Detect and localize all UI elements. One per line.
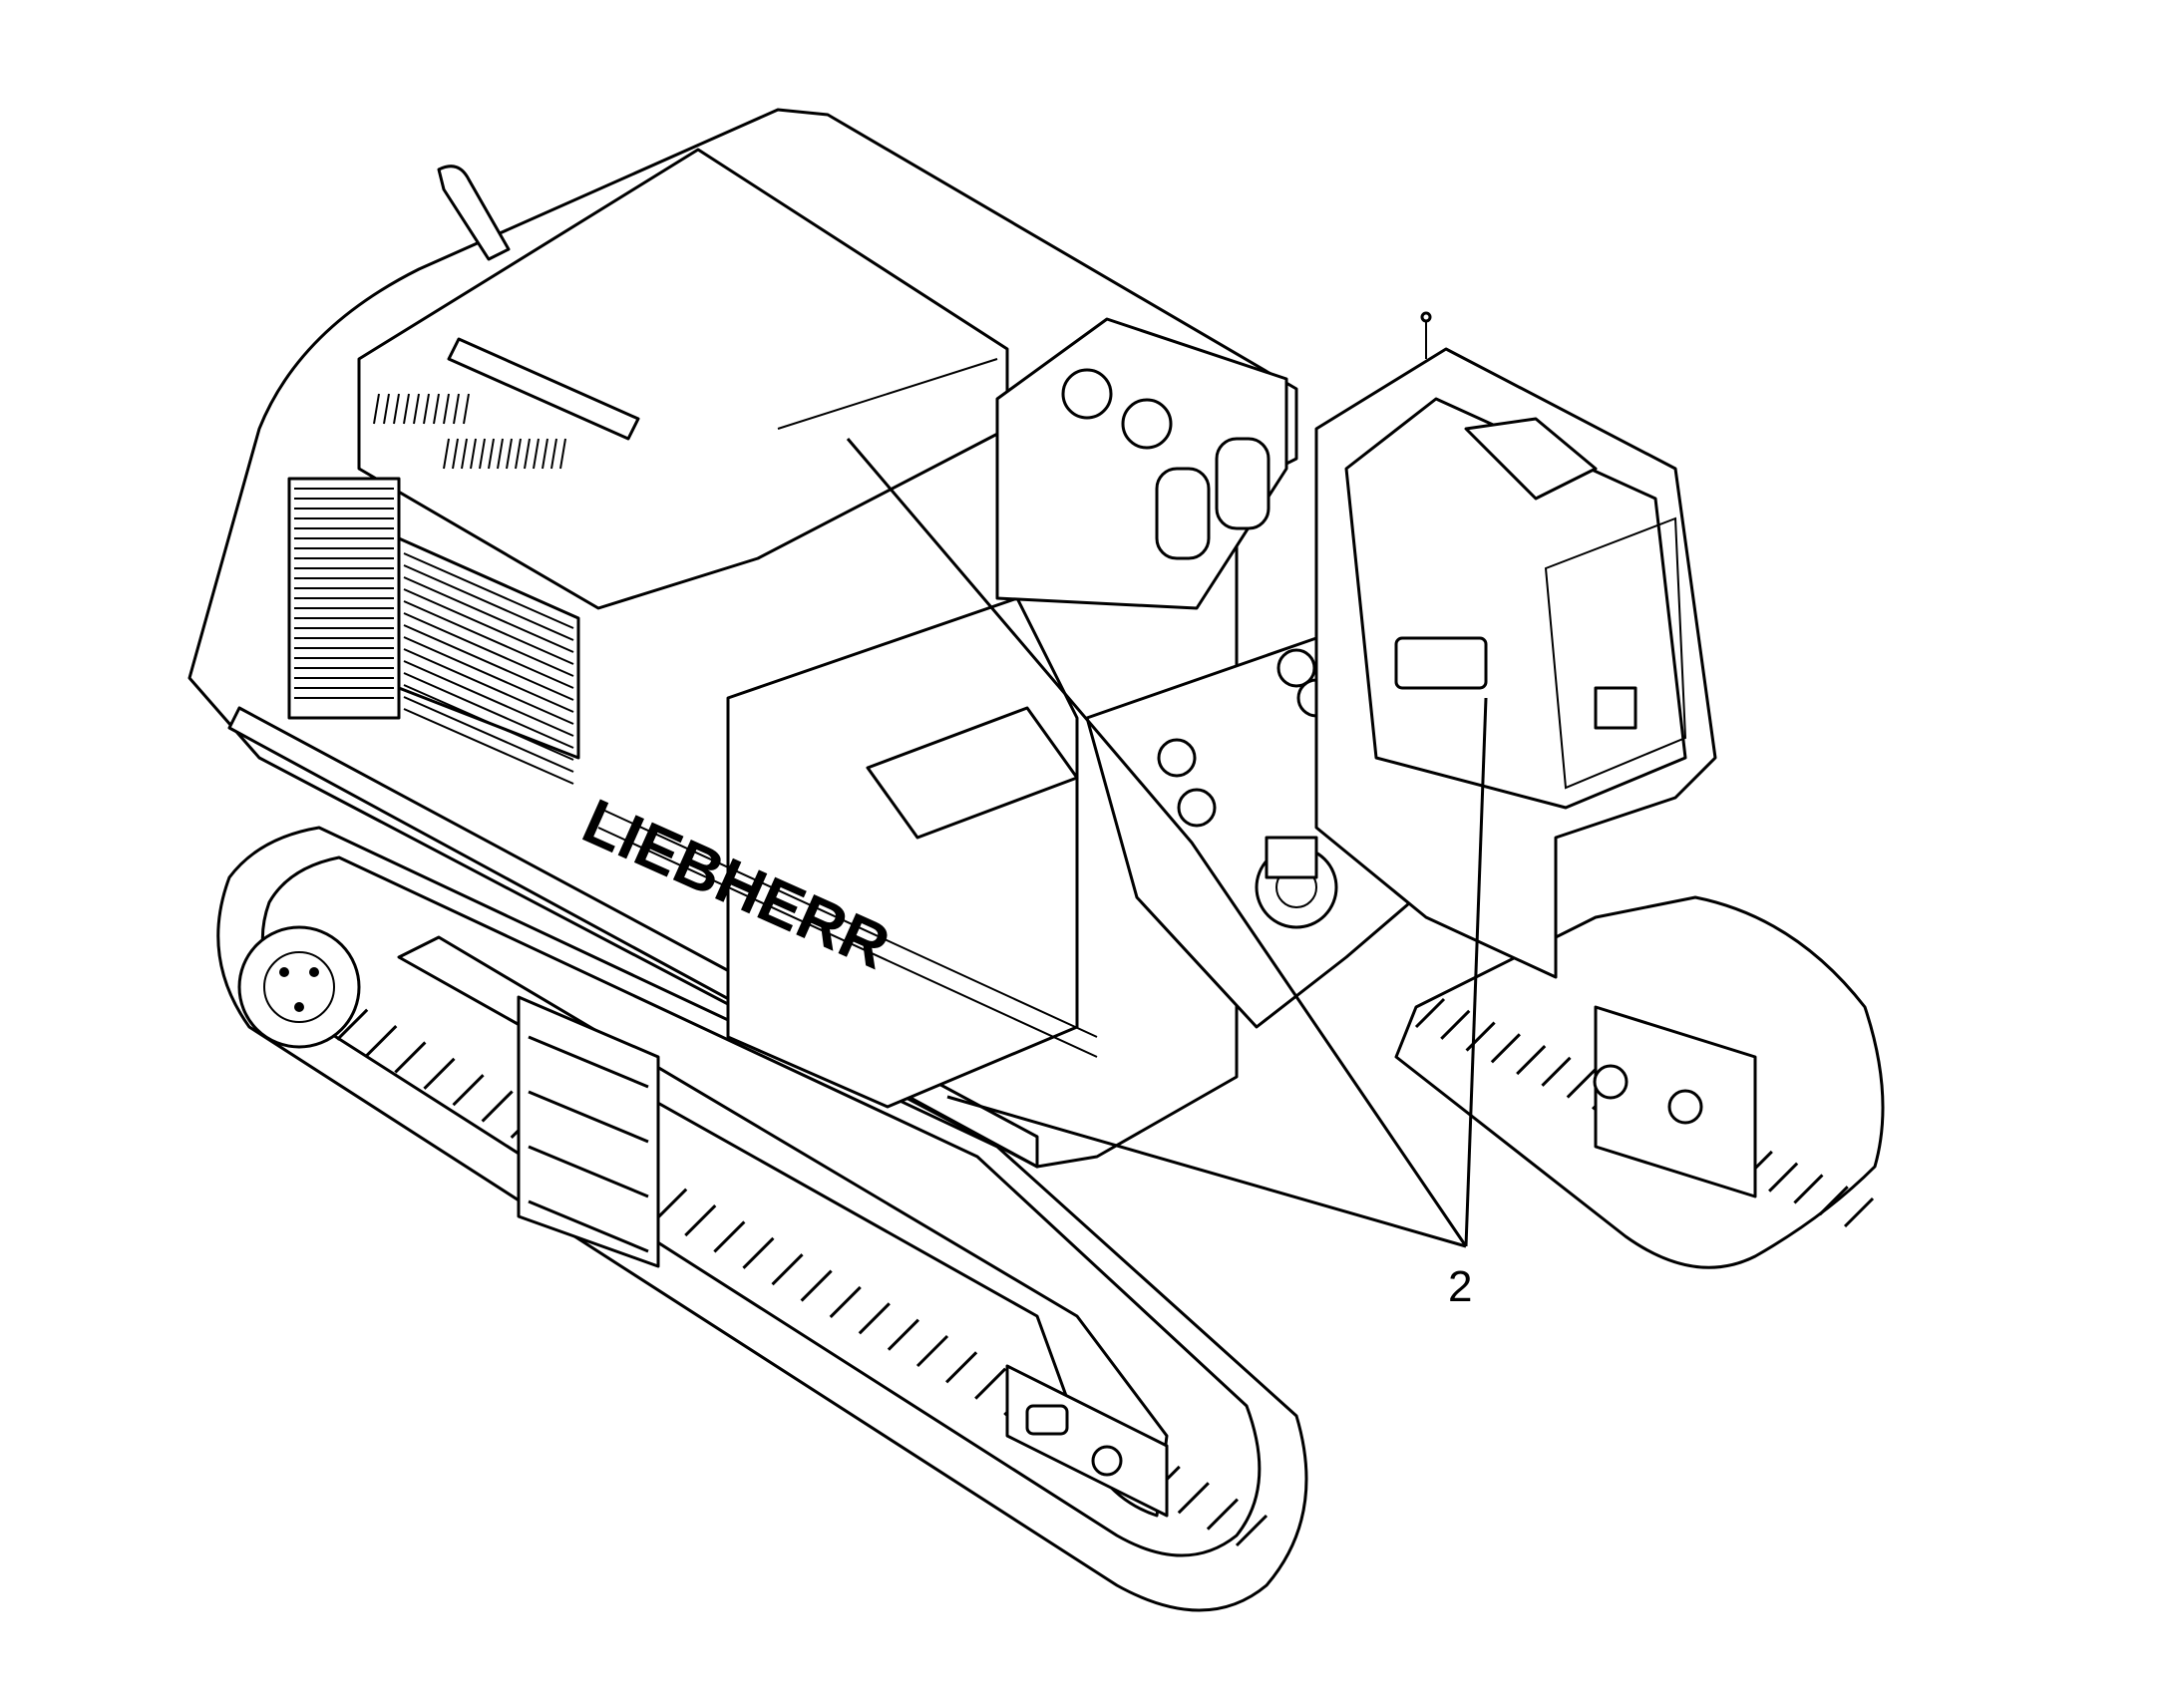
drawing-line xyxy=(713,1220,746,1253)
drawing-line xyxy=(423,1057,456,1090)
drawing-line xyxy=(453,393,460,425)
drawing-line xyxy=(1768,1162,1799,1193)
drawing-line xyxy=(1235,1514,1269,1547)
operator-cab xyxy=(1314,311,1717,979)
drawing-line xyxy=(858,1302,891,1335)
upper-carriage xyxy=(187,108,1298,1268)
drawing-line xyxy=(542,438,548,470)
drawing-line xyxy=(771,1253,804,1286)
drawing-line xyxy=(403,708,574,785)
drawing-line xyxy=(403,600,574,677)
drawing-line xyxy=(1490,1033,1521,1064)
drawing-line xyxy=(452,1074,485,1107)
drawing-line xyxy=(1516,1044,1547,1076)
drawing-line xyxy=(336,1008,369,1041)
drawing-line xyxy=(1414,997,1446,1029)
drawing-line xyxy=(528,1090,649,1144)
drawing-line xyxy=(365,1025,398,1058)
drawing-line xyxy=(533,438,540,470)
drawing-line xyxy=(394,1041,427,1074)
drawing-line xyxy=(742,1236,775,1269)
drawing-line xyxy=(403,684,574,761)
drawing-line xyxy=(655,1188,688,1220)
drawing-line xyxy=(515,438,522,470)
drawing-line xyxy=(403,612,574,689)
drawing-line xyxy=(887,1318,919,1351)
drawing-line xyxy=(403,552,574,629)
drawing-line xyxy=(461,438,468,470)
drawing-line xyxy=(506,438,513,470)
drawing-line xyxy=(1843,1196,1875,1228)
drawing-line xyxy=(403,696,574,773)
drawing-line xyxy=(403,576,574,653)
drawing-line xyxy=(403,636,574,713)
drawing-line xyxy=(481,1090,514,1123)
drawing-line xyxy=(528,1145,649,1198)
drawing-line xyxy=(393,393,400,425)
drawing-line xyxy=(423,393,430,425)
drawing-line xyxy=(383,393,390,425)
drawing-line xyxy=(452,438,459,470)
drawing-line xyxy=(403,660,574,737)
drawing-line xyxy=(945,1351,978,1384)
drawing-line xyxy=(403,564,574,641)
drawing-line xyxy=(550,438,557,470)
drawing-line xyxy=(915,1334,949,1368)
drawing-line xyxy=(829,1285,862,1318)
drawing-line xyxy=(488,438,495,470)
drawing-line xyxy=(403,672,574,749)
drawing-line xyxy=(403,648,574,725)
drawing-line xyxy=(403,624,574,701)
callout-number-2: 2 xyxy=(1448,1262,1472,1311)
drawing-line xyxy=(403,588,574,665)
drawing-line xyxy=(463,393,470,425)
drawing-line xyxy=(1793,1174,1824,1204)
drawing-line xyxy=(479,438,486,470)
hydraulic-tanks xyxy=(995,317,1288,610)
drawing-line xyxy=(684,1204,717,1237)
drawing-line xyxy=(403,393,410,425)
decal-stripe xyxy=(597,807,1098,1058)
drawing-line xyxy=(1818,1186,1849,1216)
drawing-line xyxy=(1206,1498,1239,1531)
drawing-line xyxy=(974,1367,1007,1400)
right-crawler-track xyxy=(1394,895,1885,1269)
drawing-line xyxy=(1541,1056,1572,1087)
drawing-line xyxy=(373,393,380,425)
drawing-line xyxy=(559,438,566,470)
callout-leaders xyxy=(846,438,1488,1248)
drawing-line xyxy=(1177,1482,1210,1515)
drawing-line xyxy=(1566,1068,1597,1099)
drawing-line xyxy=(800,1269,833,1302)
drawing-line xyxy=(443,393,450,425)
drawing-line xyxy=(443,438,450,470)
drawing-line xyxy=(1440,1009,1471,1040)
drawing-line xyxy=(524,438,531,470)
drawing-line xyxy=(497,438,504,470)
drawing-line xyxy=(528,1199,649,1253)
drawing-line xyxy=(528,1035,649,1089)
drawing-line xyxy=(1465,1021,1496,1052)
drawing-line xyxy=(413,393,420,425)
left-side-frame xyxy=(397,935,1169,1518)
drawing-line xyxy=(433,393,440,425)
drawing-line xyxy=(470,438,477,470)
